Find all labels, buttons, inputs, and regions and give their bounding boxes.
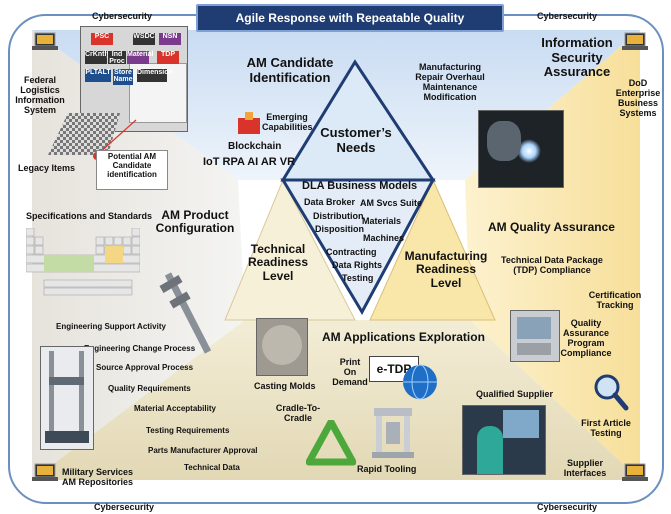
laptop-icon — [32, 32, 58, 50]
am-applications-title: AM Applications Exploration — [322, 330, 485, 344]
cyber-label-top-left: Cybersecurity — [92, 11, 153, 21]
rapid-tooling-label: Rapid Tooling — [357, 464, 417, 474]
rapid-tooling-graphic — [372, 408, 414, 458]
qualified-supplier-photo — [462, 405, 546, 475]
magnifying-glass-icon — [594, 374, 629, 411]
caliper-icon — [159, 272, 212, 354]
recycle-icon — [306, 420, 356, 466]
cyber-label-bottom-left: Cybersecurity — [94, 502, 155, 512]
technology-list: IoT RPA AI AR VR — [203, 156, 296, 168]
cyber-label-top-right: Cybersecurity — [537, 11, 598, 21]
title-banner: Agile Response with Repeatable Quality — [196, 4, 504, 32]
laptop-icon — [622, 32, 648, 50]
laptop-icon — [32, 463, 58, 481]
dla-item-am-svcs: AM Svcs Suite — [360, 198, 423, 208]
globe-icon — [403, 364, 437, 400]
dla-business-models-title: DLA Business Models — [302, 180, 418, 192]
list-item-material-acceptability: Material Acceptability — [134, 404, 216, 413]
dla-item-data-rights: Data Rights — [332, 260, 383, 270]
dla-item-disposition: Disposition — [315, 224, 364, 234]
list-item-source-approval: Source Approval Process — [96, 363, 194, 372]
tensile-tester-photo — [40, 346, 94, 450]
cyber-label-bottom-right: Cybersecurity — [537, 502, 598, 512]
laptop-icon — [622, 463, 648, 481]
dla-item-data-broker: Data Broker — [304, 197, 356, 207]
qualified-supplier-label: Qualified Supplier — [476, 389, 554, 399]
dla-item-distribution: Distribution — [313, 211, 364, 221]
list-item-technical-data: Technical Data — [184, 463, 240, 472]
list-item-quality-requirements: Quality Requirements — [108, 384, 191, 393]
dla-item-testing: Testing — [342, 273, 374, 283]
legacy-items-label: Legacy Items — [18, 163, 76, 173]
am-quality-assurance-title: AM Quality Assurance — [488, 220, 615, 234]
welding-photo — [478, 110, 564, 188]
tdp-compliance-label: Technical Data Package(TDP) Compliance — [501, 255, 603, 276]
list-item-testing-requirements: Testing Requirements — [146, 426, 230, 435]
casting-molds-label: Casting Molds — [254, 381, 316, 391]
list-item-parts-manufacturer: Parts Manufacturer Approval — [148, 446, 258, 455]
dla-item-materials: Materials — [362, 216, 402, 226]
list-item-engineering-support: Engineering Support Activity — [56, 322, 166, 331]
cradle-to-cradle-label: Cradle-To-Cradle — [275, 403, 321, 424]
checkerboard-graphic — [48, 113, 120, 155]
triangle-right — [369, 178, 496, 321]
machine-photo — [510, 310, 560, 362]
blockchain-label: Blockchain — [228, 141, 282, 152]
periodic-table-graphic — [26, 228, 140, 296]
dla-item-machines: Machines — [363, 233, 405, 243]
list-item-engineering-change: Engineering Change Process — [84, 344, 196, 353]
emerging-capabilities-icon — [238, 112, 260, 134]
specs-label: Specifications and Standards — [26, 211, 153, 221]
triangle-center — [280, 178, 436, 316]
dla-item-contracting: Contracting — [326, 247, 377, 257]
casting-mold-photo — [256, 318, 308, 376]
connector-line — [97, 119, 137, 155]
